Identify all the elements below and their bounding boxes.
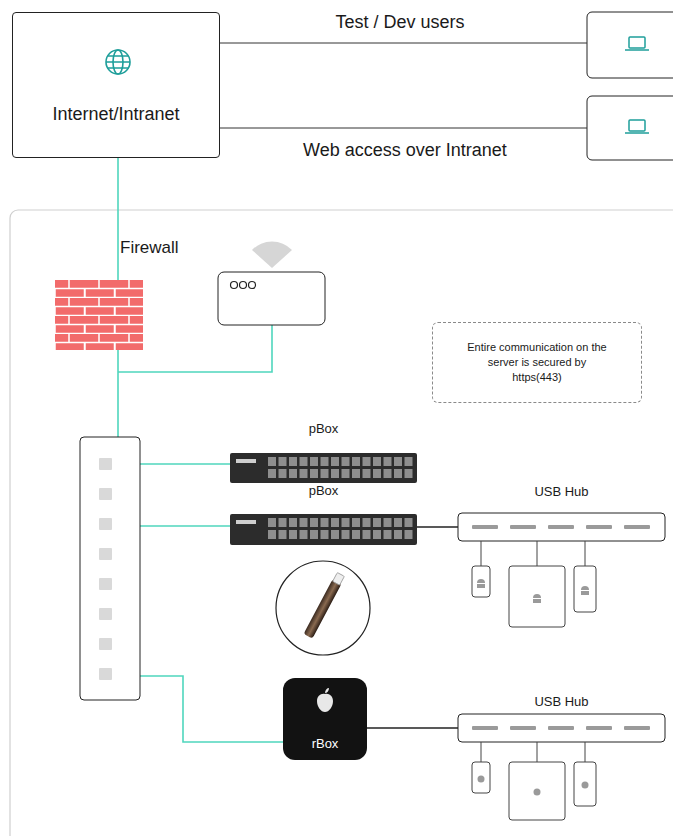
node-label: pBox — [309, 421, 339, 436]
mobile-devices — [472, 566, 596, 820]
usb-cable — [417, 526, 458, 527]
node-label: pBox — [309, 483, 339, 498]
usb-stick — [276, 561, 370, 655]
node-label: Internet/Intranet — [52, 104, 179, 125]
device-cables — [481, 541, 585, 762]
usb-hub-node: USB Hub — [458, 694, 665, 742]
globe-icon — [106, 50, 130, 74]
diagram-label: Test / Dev users — [335, 12, 464, 33]
android-icon — [477, 579, 589, 603]
lab-region — [10, 210, 673, 836]
usb-cable — [367, 727, 458, 728]
node-label: USB Hub — [534, 694, 588, 709]
firewall-icon — [55, 280, 143, 350]
laptop-boxes — [587, 12, 673, 160]
apple-icon — [478, 776, 589, 796]
network-switch — [80, 437, 140, 700]
usb-hub — [458, 513, 665, 742]
user-link — [220, 43, 587, 128]
mac-mini — [283, 678, 367, 760]
server-rack — [230, 453, 417, 545]
server-node: pBox — [230, 421, 417, 483]
mac-server-node: rBox — [283, 678, 367, 760]
diagram-label: Firewall — [120, 238, 179, 258]
server-node: pBox — [230, 483, 417, 545]
note-box: Entire communication on the server is se… — [432, 322, 642, 403]
network-cloud-box: Internet/Intranet — [12, 12, 220, 158]
usb-hub-node: USB Hub — [458, 484, 665, 541]
diagram-label: Web access over Intranet — [303, 140, 507, 161]
wifi-router — [218, 242, 325, 325]
node-label: rBox — [312, 736, 339, 751]
node-label: Entire communication on the server is se… — [462, 340, 612, 385]
node-label: USB Hub — [534, 484, 588, 499]
